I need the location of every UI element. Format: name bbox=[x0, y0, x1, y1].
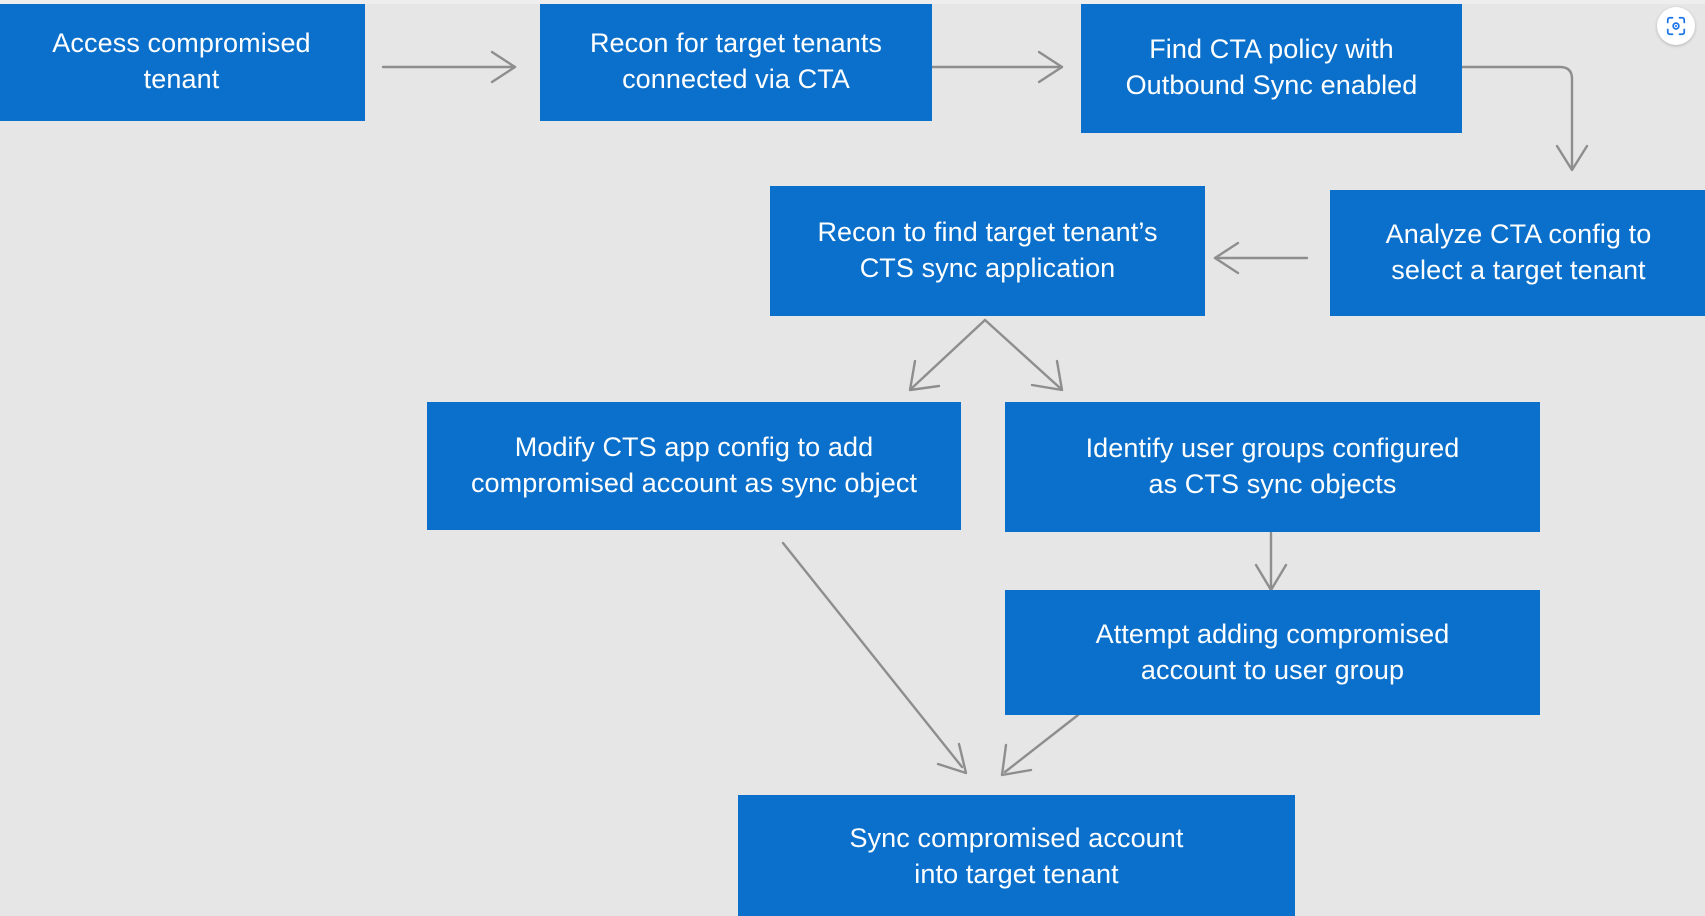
node-label: Recon for target tenants connected via C… bbox=[589, 28, 883, 94]
node-label: Identify user groups configured as CTS s… bbox=[1085, 433, 1460, 499]
edge-modify-to-sync bbox=[781, 541, 968, 775]
node-access-compromised-tenant[interactable]: Access compromised tenant bbox=[0, 3, 365, 121]
node-modify-cts-app-config[interactable]: Modify CTS app config to add compromised… bbox=[427, 402, 961, 530]
edge-recon-cts-to-modify bbox=[908, 318, 987, 392]
node-label: Access compromised tenant bbox=[52, 28, 311, 94]
node-identify-user-groups[interactable]: Identify user groups configured as CTS s… bbox=[1005, 402, 1540, 532]
node-label: Attempt adding compromised account to us… bbox=[1095, 618, 1450, 685]
node-label: Find CTA policy with Outbound Sync enabl… bbox=[1125, 34, 1418, 100]
node-find-cta-policy-outbound-sync[interactable]: Find CTA policy with Outbound Sync enabl… bbox=[1081, 3, 1462, 133]
edge-analyze-to-recon-cts bbox=[1213, 241, 1309, 275]
edge-attempt-to-sync bbox=[1000, 713, 1080, 777]
lens-scan-icon bbox=[1666, 16, 1686, 36]
edge-recon-cts-to-identify bbox=[983, 318, 1064, 392]
node-label: Modify CTS app config to add compromised… bbox=[470, 432, 918, 498]
node-sync-account-into-target[interactable]: Sync compromised account into target ten… bbox=[738, 795, 1295, 916]
node-label: Sync compromised account into target ten… bbox=[849, 823, 1184, 889]
edge-identify-to-attempt bbox=[1254, 531, 1288, 592]
edge-find-policy-to-analyze bbox=[1459, 65, 1589, 172]
node-attempt-adding-account[interactable]: Attempt adding compromised account to us… bbox=[1005, 590, 1540, 715]
node-label: Analyze CTA config to select a target te… bbox=[1385, 219, 1652, 285]
node-analyze-cta-config[interactable]: Analyze CTA config to select a target te… bbox=[1330, 190, 1705, 316]
node-label: Recon to find target tenant’s CTS sync a… bbox=[817, 217, 1158, 283]
node-recon-cts-sync-application[interactable]: Recon to find target tenant’s CTS sync a… bbox=[770, 186, 1205, 316]
edge-recon-cta-to-find-policy bbox=[929, 50, 1064, 84]
node-recon-target-tenants-cta[interactable]: Recon for target tenants connected via C… bbox=[540, 3, 932, 121]
lens-scan-button[interactable] bbox=[1657, 7, 1695, 45]
edge-access-to-recon-cta bbox=[381, 50, 517, 84]
